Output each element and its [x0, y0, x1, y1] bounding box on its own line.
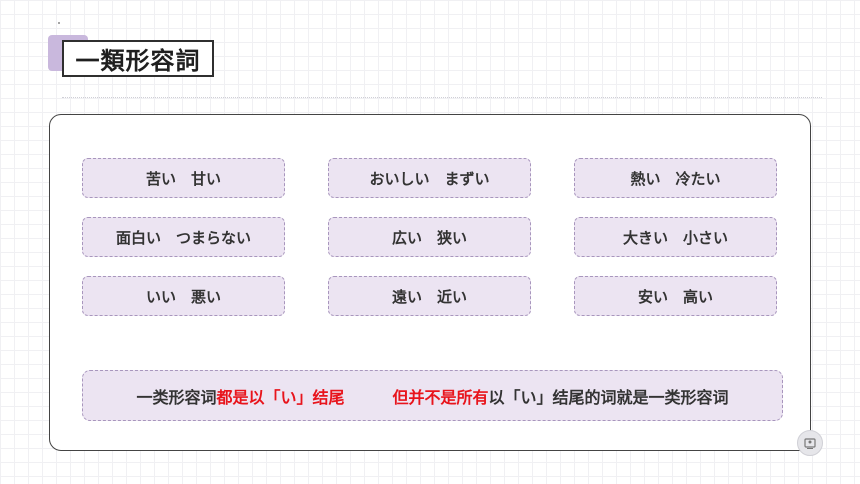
adjective-pair-8: 遠い 近い	[328, 276, 531, 316]
note-highlight-1: 都是以「い」结尾	[216, 387, 345, 407]
accessibility-icon[interactable]	[797, 430, 823, 456]
divider-line	[62, 97, 822, 98]
slide-title: 一類形容詞	[62, 40, 214, 77]
note-part-4: 以「い」结尾的词就是一类形容词	[488, 387, 729, 407]
adjective-pair-6: 大きい 小さい	[574, 217, 777, 257]
rule-note: 一类形容词都是以「い」结尾 但并不是所有以「い」结尾的词就是一类形容词	[82, 370, 783, 421]
adjective-pair-3: 熱い 冷たい	[574, 158, 777, 198]
adjective-pair-1: 苦い 甘い	[82, 158, 285, 198]
decor-dot	[58, 22, 60, 24]
adjective-pair-2: おいしい まずい	[328, 158, 531, 198]
adjective-pair-4: 面白い つまらない	[82, 217, 285, 257]
adjective-pair-5: 広い 狭い	[328, 217, 531, 257]
adjective-pair-7: いい 悪い	[82, 276, 285, 316]
note-gap	[344, 384, 392, 408]
note-highlight-2: 但并不是所有	[392, 387, 489, 407]
adjective-pair-9: 安い 高い	[574, 276, 777, 316]
note-part-1: 一类形容词	[136, 387, 217, 407]
